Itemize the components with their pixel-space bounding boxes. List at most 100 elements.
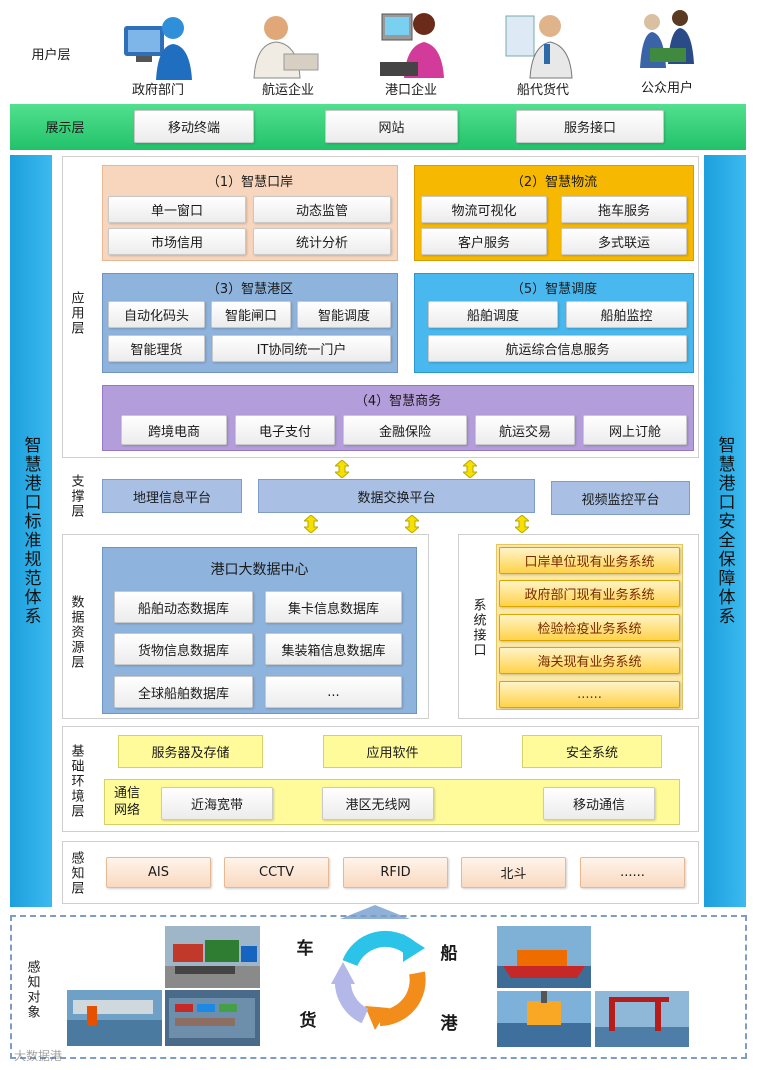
- object-ship: 船: [440, 943, 458, 964]
- it-portal-button[interactable]: IT协同统一门户: [212, 335, 391, 362]
- security-side-bar: 智慧港口安全保障体系: [704, 155, 746, 907]
- automated-terminal-button[interactable]: 自动化码头: [108, 301, 205, 328]
- base-environment-label: 基础环境层: [68, 743, 84, 819]
- port-unit-system[interactable]: 口岸单位现有业务系统: [499, 547, 680, 574]
- port-aerial-photo: [67, 990, 162, 1046]
- base-environment-panel: [62, 726, 699, 832]
- application-layer-label: 应用层: [68, 290, 84, 336]
- big-data-center-title: 港口大数据中心: [210, 562, 309, 578]
- display-mobile-terminal[interactable]: 移动终端: [134, 110, 254, 143]
- customer-service-button[interactable]: 客户服务: [421, 228, 547, 255]
- watermark-text: 大数据港: [14, 1049, 63, 1063]
- shipping-trade-button[interactable]: 航运交易: [475, 415, 575, 445]
- global-ship-db[interactable]: 全球船舶数据库: [114, 676, 253, 708]
- system-interface-label: 系统接口: [470, 598, 486, 658]
- rfid-box[interactable]: RFID: [343, 857, 448, 888]
- beidou-box[interactable]: 北斗: [461, 857, 566, 888]
- port-enterprise-icon: [380, 13, 444, 78]
- video-monitoring-platform-box[interactable]: 视频监控平台: [551, 481, 690, 515]
- double-arrow-icon: [304, 515, 318, 533]
- ais-box[interactable]: AIS: [106, 857, 211, 888]
- cargo-ship-photo: [497, 926, 591, 988]
- ship-dynamic-db[interactable]: 船舶动态数据库: [114, 591, 253, 623]
- standards-side-label: 智慧港口标准规范体系: [20, 436, 41, 626]
- data-exchange-platform-box[interactable]: 数据交换平台: [258, 479, 535, 513]
- electronic-payment-button[interactable]: 电子支付: [235, 415, 335, 445]
- ship-agent-icon: [505, 15, 573, 79]
- gis-platform-box[interactable]: 地理信息平台: [102, 479, 242, 513]
- communication-network-label: 通信网络: [113, 786, 140, 818]
- offshore-broadband-box[interactable]: 近海宽带: [161, 787, 273, 820]
- object-port: 港: [440, 1013, 458, 1034]
- sense-layer-label: 感知层: [68, 850, 84, 896]
- sense-layer-panel: [62, 841, 699, 904]
- smart-dispatch-title: （5）智慧调度: [510, 281, 598, 297]
- double-arrow-icon: [515, 515, 529, 533]
- user-government: 政府部门: [131, 82, 184, 98]
- server-storage-box[interactable]: 服务器及存储: [118, 735, 263, 768]
- user-public: 公众用户: [640, 80, 693, 96]
- double-arrow-icon: [405, 515, 419, 533]
- object-cargo: 货: [299, 1010, 317, 1031]
- object-car: 车: [296, 938, 314, 959]
- dynamic-supervision-button[interactable]: 动态监管: [253, 196, 391, 223]
- single-window-button[interactable]: 单一窗口: [108, 196, 246, 223]
- government-user-icon: [124, 17, 192, 80]
- user-layer-label: 用户层: [31, 47, 71, 63]
- display-layer-label: 展示层: [45, 120, 85, 136]
- security-system-box[interactable]: 安全系统: [522, 735, 662, 768]
- user-port: 港口企业: [384, 82, 437, 98]
- multimodal-transport-button[interactable]: 多式联运: [561, 228, 687, 255]
- smart-commerce-title: （4）智慧商务: [354, 393, 442, 409]
- customs-system[interactable]: 海关现有业务系统: [499, 647, 680, 674]
- application-software-box[interactable]: 应用软件: [323, 735, 462, 768]
- more-sense-box[interactable]: ......: [580, 857, 685, 888]
- port-crane-photo: [595, 991, 689, 1047]
- online-booking-button[interactable]: 网上订舱: [583, 415, 687, 445]
- ship-dispatch-button[interactable]: 船舶调度: [428, 301, 558, 328]
- cctv-box[interactable]: CCTV: [224, 857, 329, 888]
- more-systems[interactable]: ......: [499, 681, 680, 708]
- user-agent: 船代货代: [516, 82, 569, 98]
- perception-objects-panel: [10, 915, 747, 1059]
- smart-tally-button[interactable]: 智能理货: [108, 335, 205, 362]
- trailer-service-button[interactable]: 拖车服务: [561, 196, 687, 223]
- cycle-arrows-icon: [331, 930, 426, 1030]
- shipping-enterprise-icon: [253, 16, 319, 79]
- system-interface-panel: [458, 534, 699, 719]
- smart-port-title: （1）智慧口岸: [206, 174, 294, 190]
- double-arrow-icon: [463, 460, 477, 478]
- smart-scheduling-button[interactable]: 智能调度: [297, 301, 391, 328]
- perception-objects-label: 感知对象: [24, 960, 40, 1020]
- shipping-info-service-button[interactable]: 航运综合信息服务: [428, 335, 687, 362]
- user-shipping: 航运企业: [261, 82, 314, 98]
- financial-insurance-button[interactable]: 金融保险: [343, 415, 467, 445]
- more-db[interactable]: ...: [265, 676, 402, 708]
- data-resource-layer-label: 数据资源层: [68, 594, 84, 670]
- display-service-interface[interactable]: 服务接口: [516, 110, 664, 143]
- logistics-visualization-button[interactable]: 物流可视化: [421, 196, 547, 223]
- public-user-icon: [640, 10, 694, 68]
- security-side-label: 智慧港口安全保障体系: [714, 436, 735, 626]
- government-system[interactable]: 政府部门现有业务系统: [499, 580, 680, 607]
- container-yard-photo: [165, 990, 260, 1046]
- mobile-communication-box[interactable]: 移动通信: [543, 787, 655, 820]
- statistics-analysis-button[interactable]: 统计分析: [253, 228, 391, 255]
- data-resource-panel: [62, 534, 429, 719]
- smart-harbor-title: （3）智慧港区: [206, 281, 294, 297]
- smart-logistics-title: （2）智慧物流: [510, 174, 598, 190]
- support-layer-label: 支撑层: [68, 473, 84, 519]
- double-arrow-icon: [335, 460, 349, 478]
- offshore-platform-photo: [497, 991, 591, 1047]
- cargo-info-db[interactable]: 货物信息数据库: [114, 633, 253, 665]
- container-info-db[interactable]: 集装箱信息数据库: [265, 633, 402, 665]
- port-wireless-box[interactable]: 港区无线网: [322, 787, 434, 820]
- market-credit-button[interactable]: 市场信用: [108, 228, 246, 255]
- truck-info-db[interactable]: 集卡信息数据库: [265, 591, 402, 623]
- ship-monitoring-button[interactable]: 船舶监控: [566, 301, 687, 328]
- smart-gate-button[interactable]: 智能闸口: [211, 301, 291, 328]
- inspection-quarantine-system[interactable]: 检验检疫业务系统: [499, 614, 680, 641]
- cross-border-ecommerce-button[interactable]: 跨境电商: [121, 415, 227, 445]
- display-website[interactable]: 网站: [325, 110, 458, 143]
- container-truck-photo: [165, 926, 260, 988]
